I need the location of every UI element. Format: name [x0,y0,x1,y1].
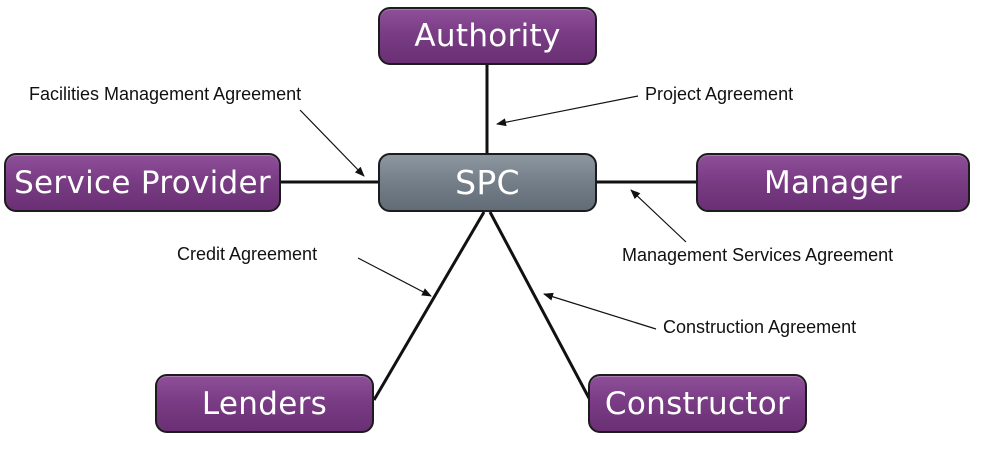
label-construction-agreement: Construction Agreement [663,317,857,337]
node-constructor: Constructor [588,374,807,433]
node-lenders-label: Lenders [201,385,328,422]
node-constructor-label: Constructor [604,385,791,422]
node-service-provider: Service Provider [4,153,281,212]
node-spc-label: SPC [455,163,520,202]
node-authority-label: Authority [414,18,561,54]
node-manager: Manager [696,153,970,212]
node-manager-label: Manager [764,164,902,201]
node-service-provider-label: Service Provider [14,164,271,201]
label-facilities-management-agreement: Facilities Management Agreement [29,84,302,104]
label-credit-agreement: Credit Agreement [177,244,318,264]
label-management-services-agreement: Management Services Agreement [622,245,894,265]
line-spc-lenders [372,211,486,401]
arrow-credit [357,257,432,297]
node-authority: Authority [378,7,597,65]
arrow-construction [543,292,657,330]
node-spc: SPC [378,153,597,212]
arrow-project [496,95,639,127]
line-spc-constructor [488,211,592,401]
arrow-facilities [299,109,365,177]
label-project-agreement: Project Agreement [645,84,794,104]
arrow-management-services [630,189,687,243]
node-lenders: Lenders [155,374,374,433]
